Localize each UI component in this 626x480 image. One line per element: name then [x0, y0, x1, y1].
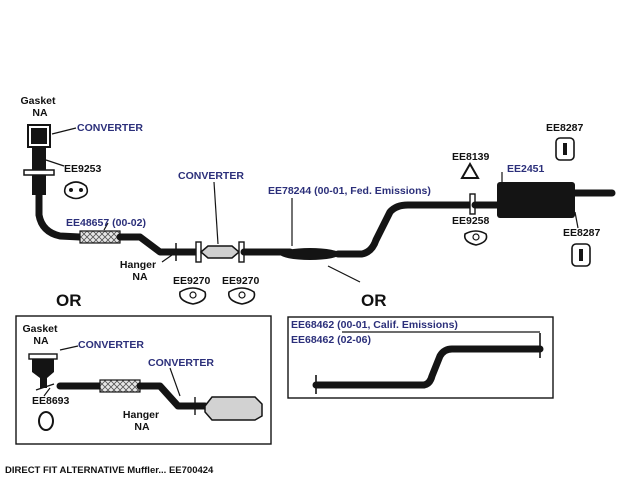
- label-ee68462-a: EE68462 (00-01, Calif. Emissions): [291, 319, 458, 331]
- label-hanger-top-na: NA: [132, 271, 148, 283]
- label-hanger-bottom-na: NA: [134, 421, 150, 433]
- alt-converter: [204, 396, 263, 421]
- muffler: [497, 182, 575, 218]
- label-ee8287-bottom: EE8287: [563, 227, 601, 239]
- label-converter-box-2: CONVERTER: [148, 357, 214, 369]
- gasket-ee9253: [63, 181, 89, 200]
- label-ee78244: EE78244 (00-01, Fed. Emissions): [268, 185, 431, 197]
- flex-section-top: [79, 230, 121, 244]
- label-or-right: OR: [361, 291, 387, 310]
- hanger-ee8287-bottom: [571, 243, 591, 267]
- label-ee8139: EE8139: [452, 151, 490, 163]
- label-ee8287-top: EE8287: [546, 122, 584, 134]
- gasket-ee8693: [38, 411, 54, 431]
- label-converter-box-1: CONVERTER: [78, 339, 144, 351]
- footer-caption: DIRECT FIT ALTERNATIVE Muffler... EE7004…: [5, 465, 214, 476]
- label-converter-mid: CONVERTER: [178, 170, 244, 182]
- label-gasket-bottom-na: NA: [33, 335, 49, 347]
- label-ee9253: EE9253: [64, 163, 102, 175]
- top-exhaust-assembly: [23, 124, 616, 305]
- label-ee8693: EE8693: [32, 395, 70, 407]
- label-hanger-top: Hanger: [120, 259, 156, 271]
- label-gasket-top-na: NA: [32, 107, 48, 119]
- gasket-ee9270-right: [227, 287, 256, 305]
- alt-manifold-converter: [32, 358, 54, 388]
- manifold-converter: [23, 124, 55, 195]
- flex-section-bottom: [99, 379, 141, 393]
- intermediate-pipe-rear: [334, 201, 474, 258]
- label-ee48657: EE48657 (00-02): [66, 217, 146, 229]
- alt-pipe-box: [287, 316, 554, 399]
- label-ee68462-b: EE68462 (02-06): [291, 334, 371, 346]
- label-hanger-bottom: Hanger: [123, 409, 159, 421]
- front-pipe: [35, 191, 84, 241]
- hanger-ee8287-top: [555, 137, 575, 161]
- alt-converter-box: [15, 315, 272, 445]
- alt-mid-pipe: [136, 382, 209, 410]
- mid-converter: [199, 245, 241, 259]
- label-ee9270-right: EE9270: [222, 275, 260, 287]
- label-ee2451: EE2451: [507, 163, 545, 175]
- label-gasket-top: Gasket: [20, 95, 56, 107]
- gasket-ee9258: [463, 230, 488, 246]
- hanger-ee8139: [460, 161, 480, 179]
- label-converter-top: CONVERTER: [77, 122, 143, 134]
- label-ee9258: EE9258: [452, 215, 490, 227]
- label-ee9270-left: EE9270: [173, 275, 211, 287]
- front-pipe-rear: [116, 233, 202, 256]
- label-gasket-bottom: Gasket: [22, 323, 58, 335]
- alt-intermediate-pipe: [312, 345, 544, 389]
- resonator: [280, 248, 340, 260]
- label-or-left: OR: [56, 291, 82, 310]
- gasket-ee9270-left: [178, 287, 207, 305]
